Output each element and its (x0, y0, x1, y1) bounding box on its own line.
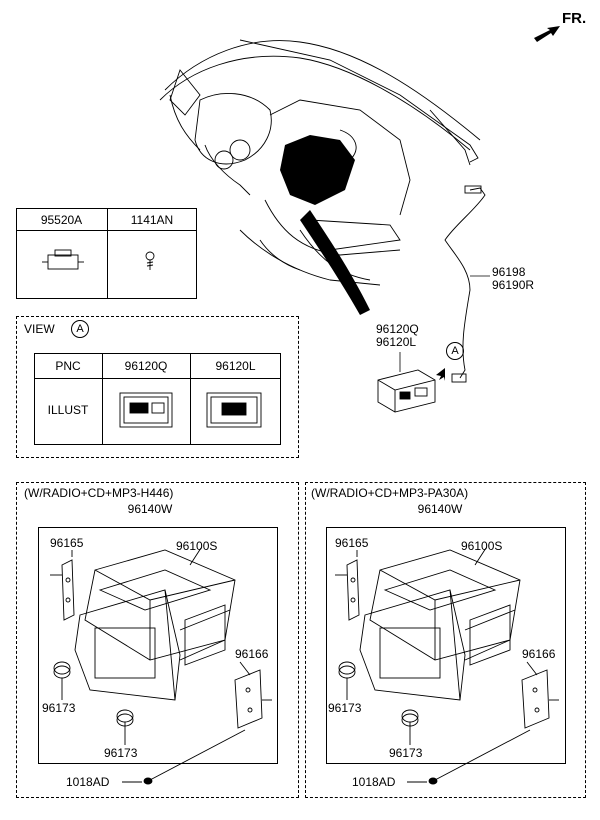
view-a-panel (16, 316, 299, 458)
view-table (34, 353, 281, 445)
assembly-left-knob-lower: 96173 (104, 746, 138, 760)
jack-part-number: 96120Q (376, 322, 419, 336)
connector-part-number: 95520A (40, 213, 83, 227)
assembly-right-bracket-right: 96166 (522, 647, 556, 661)
jack-96120l-illustration (206, 392, 262, 428)
head-unit-right-drawing (359, 549, 521, 701)
aux-jack-drawing (377, 369, 436, 413)
small-parts-header-divider (16, 208, 197, 231)
front-arrow-icon (534, 26, 560, 42)
assembly-left-main-part: 96140W (127, 502, 173, 516)
small-parts-table (16, 208, 197, 299)
assembly-right-main-part: 96140W (417, 502, 463, 516)
screw-1018ad-left-drawing (61, 547, 251, 785)
jack-96120q-illustration (119, 392, 173, 428)
front-label: FR. (562, 10, 587, 27)
assembly-left-bracket-left: 96165 (50, 536, 84, 550)
assembly-right-title: (W/RADIO+CD+MP3-PA30A) (311, 486, 469, 500)
assembly-right-bracket-left: 96165 (335, 536, 369, 550)
view-table-header-divider (34, 353, 281, 379)
assembly-left-frame (38, 527, 278, 764)
antenna-cable-drawing (444, 185, 486, 383)
assembly-right-frame (326, 527, 566, 764)
view-col1-header: 96120Q (124, 359, 168, 373)
small-parts-column-divider (107, 208, 108, 299)
assembly-right-knob-upper: 96173 (328, 701, 362, 715)
view-table-divider-1 (102, 353, 103, 445)
illust-header: ILLUST (47, 403, 89, 417)
connector-95520a-drawing (42, 249, 84, 270)
pnc-header: PNC (55, 359, 81, 373)
antenna-cable-part-number-alt: 96190R (492, 278, 535, 292)
assembly-left-panel (16, 482, 299, 798)
assembly-right-cover: 96100S (461, 539, 503, 553)
assembly-left-bracket-right: 96166 (235, 647, 269, 661)
view-label: VIEW (24, 322, 55, 336)
bolt-1141an-drawing (145, 251, 155, 270)
bracket-96165-left-drawing (50, 559, 75, 621)
bracket-96166-right-drawing (521, 669, 559, 729)
assembly-right-screw: 1018AD (352, 775, 396, 789)
view-marker-circle: A (446, 342, 464, 360)
bracket-96166-left-drawing (234, 669, 272, 729)
assembly-left-screw: 1018AD (66, 775, 110, 789)
assembly-right-panel (305, 482, 586, 798)
wiring-ribbon-shape (300, 210, 370, 315)
jack-part-number-alt: 96120L (376, 335, 417, 349)
assembly-left-cover: 96100S (176, 539, 218, 553)
head-unit-left-drawing (74, 549, 236, 701)
head-unit-location-shape (280, 135, 355, 205)
assembly-left-knob-upper: 96173 (42, 701, 76, 715)
bracket-96165-right-drawing (335, 559, 360, 621)
bolt-part-number: 1141AN (130, 213, 174, 227)
antenna-cable-part-number: 96198 (492, 265, 526, 279)
view-table-divider-2 (190, 353, 191, 445)
view-col2-header: 96120L (215, 359, 256, 373)
view-label-marker: A (71, 320, 89, 338)
assembly-right-knob-lower: 96173 (389, 746, 423, 760)
screw-1018ad-right-drawing (346, 547, 538, 785)
view-direction-arrow-icon (436, 368, 445, 381)
assembly-left-title: (W/RADIO+CD+MP3-H446) (24, 486, 174, 500)
